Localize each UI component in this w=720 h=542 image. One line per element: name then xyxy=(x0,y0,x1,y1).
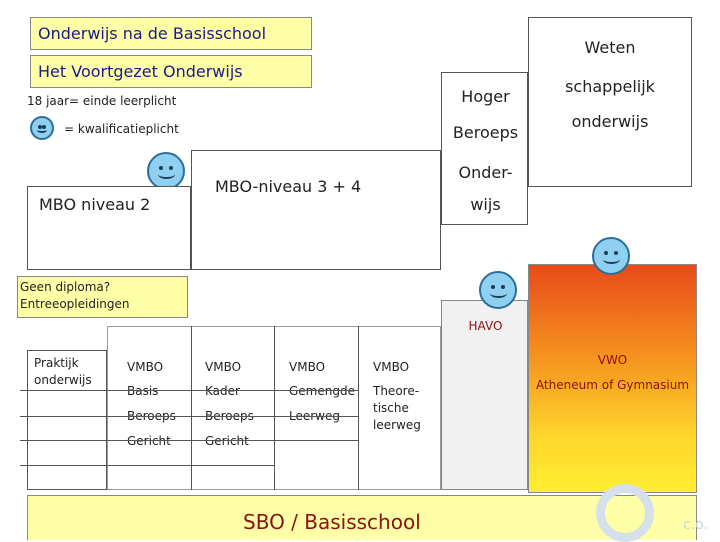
vmbo-theoretische-line4: leerweg xyxy=(373,418,421,432)
smiley-icon xyxy=(147,152,185,190)
smiley-icon xyxy=(592,237,630,275)
vwo-label: VWO xyxy=(597,353,628,367)
mbo-34-label: MBO-niveau 3 + 4 xyxy=(215,177,362,196)
hbo-box: Hoger Beroeps Onder- wijs xyxy=(441,72,528,225)
havo-box: HAVO xyxy=(441,300,528,490)
wo-label-line3: onderwijs xyxy=(571,112,649,131)
vmbo-gemengde-line2: Gemengde xyxy=(289,384,355,398)
vmbo-theoretische-line3: tische xyxy=(373,401,409,415)
vwo-box: VWO Atheneum of Gymnasium xyxy=(528,264,697,493)
vmbo-theoretische-line1: VMBO xyxy=(373,360,410,374)
havo-label: HAVO xyxy=(468,319,503,333)
basisschool-box: SBO / Basisschool xyxy=(27,495,697,540)
entree-label-line1: Geen diploma? xyxy=(20,280,111,294)
vmbo-divider xyxy=(274,326,275,490)
vmbo-divider xyxy=(358,326,359,490)
vmbo-basis-line2: Basis xyxy=(127,384,159,398)
entree-label-line2: Entreeopleidingen xyxy=(20,297,130,311)
vmbo-kader-line4: Gericht xyxy=(205,434,249,448)
vmbo-kader-line1: VMBO xyxy=(205,360,242,374)
vmbo-kader-line2: Kader xyxy=(205,384,240,398)
wo-box: Weten schappelijk onderwijs xyxy=(528,17,692,187)
praktijk-box: Praktijk onderwijs xyxy=(27,350,107,490)
praktijk-label-line2: onderwijs xyxy=(34,373,92,387)
mbo-2-box: MBO niveau 2 xyxy=(27,186,191,270)
praktijk-label-line1: Praktijk xyxy=(34,356,79,370)
note-einde-leerplicht: 18 jaar= einde leerplicht xyxy=(27,94,177,108)
vmbo-divider xyxy=(191,326,192,490)
watermark-text: c.o. xyxy=(683,517,708,533)
title-box-onderwijs: Onderwijs na de Basisschool xyxy=(30,17,312,50)
vmbo-row-line xyxy=(20,416,358,417)
title-voortgezet-onderwijs: Het Voortgezet Onderwijs xyxy=(38,62,243,81)
mbo-2-label: MBO niveau 2 xyxy=(39,195,151,214)
smiley-icon xyxy=(479,271,517,309)
title-box-voortgezet: Het Voortgezet Onderwijs xyxy=(30,55,312,88)
vmbo-row-line xyxy=(20,440,358,441)
title-onderwijs-na-basisschool: Onderwijs na de Basisschool xyxy=(38,24,267,43)
entree-box: Geen diploma? Entreeopleidingen xyxy=(17,276,188,318)
smiley-icon xyxy=(30,116,54,140)
watermark-logo-icon xyxy=(596,484,654,542)
hbo-label-line1: Hoger xyxy=(461,87,510,106)
hbo-label-line2: Beroeps xyxy=(452,123,519,142)
vmbo-basis-line4: Gericht xyxy=(127,434,171,448)
hbo-label-line4: wijs xyxy=(470,195,501,214)
wo-label-line1: Weten xyxy=(584,38,636,57)
vwo-sublabel: Atheneum of Gymnasium xyxy=(535,378,690,392)
vmbo-basis-line1: VMBO xyxy=(127,360,164,374)
vmbo-theoretische-line2: Theore- xyxy=(373,384,420,398)
vmbo-gemengde-line1: VMBO xyxy=(289,360,326,374)
wo-label-line2: schappelijk xyxy=(565,77,655,96)
vmbo-row-line xyxy=(20,390,358,391)
mbo-34-box: MBO-niveau 3 + 4 xyxy=(191,150,441,270)
basisschool-label: SBO / Basisschool xyxy=(243,510,421,534)
note-kwalificatieplicht: = kwalificatieplicht xyxy=(64,122,179,136)
hbo-label-line3: Onder- xyxy=(458,163,513,182)
vmbo-row-line xyxy=(20,465,274,466)
